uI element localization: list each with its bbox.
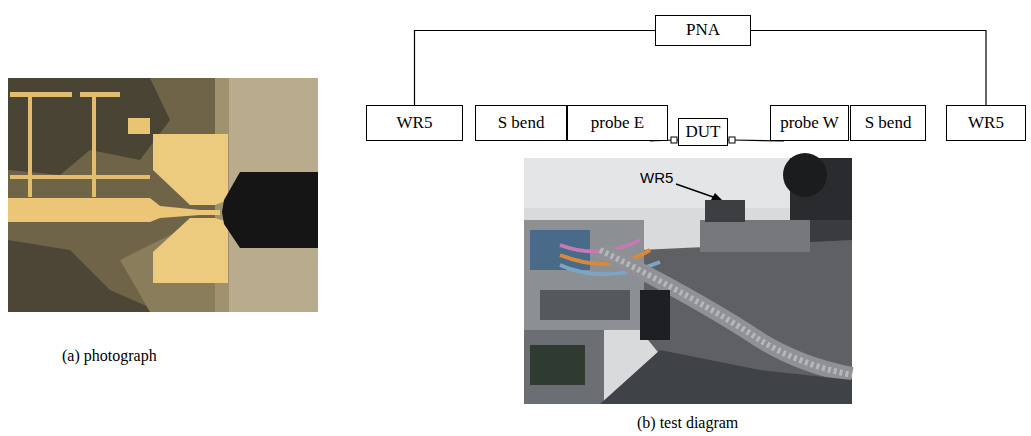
connector-line (751, 31, 986, 106)
process-box: PNA (655, 15, 751, 46)
box-label: PNA (686, 21, 720, 40)
box-label: S bend (498, 114, 545, 133)
process-box: probe W (770, 105, 849, 141)
figure-caption: (a) photograph (62, 347, 157, 365)
figure-caption: (b) test diagram (637, 414, 738, 432)
process-box: WR5 (366, 105, 463, 141)
box-label: probe W (780, 114, 839, 133)
process-box: S bend (475, 105, 567, 141)
process-box: WR5 (946, 105, 1026, 141)
probe-contact (729, 137, 735, 143)
probe-contact (671, 137, 677, 143)
box-label: DUT (686, 123, 721, 142)
callout-label: WR5 (640, 170, 673, 187)
box-label: probe E (591, 114, 644, 133)
connector-line (415, 31, 656, 106)
process-box: probe E (567, 105, 668, 141)
process-box: DUT (678, 118, 728, 146)
box-label: WR5 (968, 114, 1004, 133)
lab-photograph (524, 153, 852, 404)
box-label: WR5 (397, 114, 433, 133)
process-box: S bend (850, 105, 926, 141)
box-label: S bend (865, 114, 912, 133)
chip-photograph (8, 78, 318, 312)
